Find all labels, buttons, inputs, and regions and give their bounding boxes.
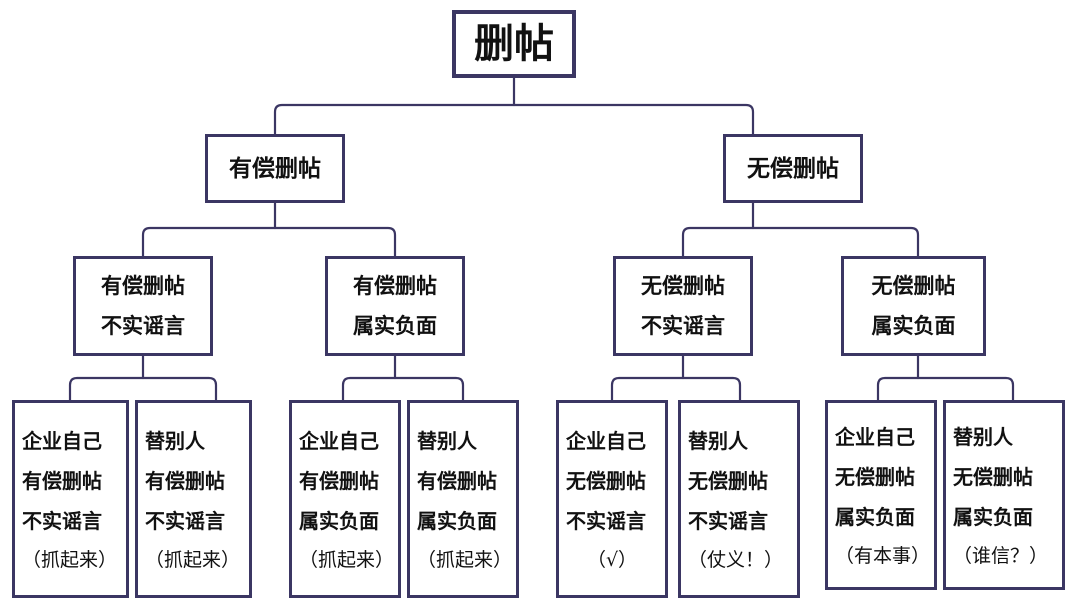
- leaf-line-2: 无偿删帖: [688, 469, 768, 493]
- leaf-line-3: 不实谣言: [145, 509, 225, 533]
- node-paid-false-rumor[interactable]: 有偿删帖 不实谣言: [73, 256, 213, 356]
- wire-l3c-bus: [610, 376, 742, 402]
- wire-l3b-bus: [341, 376, 465, 402]
- node-free-deletion-label: 无偿删帖: [747, 155, 839, 182]
- leaf-line-2: 有偿删帖: [145, 469, 225, 493]
- leaf-line-2: 有偿删帖: [417, 469, 497, 493]
- leaf-line-2: 无偿删帖: [953, 465, 1033, 489]
- wire-l3d-bus: [876, 376, 1015, 402]
- leaf-line-1: 替别人: [688, 429, 748, 453]
- leaf-line-2: 无偿删帖: [566, 469, 646, 493]
- leaf-note: （抓起来）: [145, 549, 241, 571]
- node-line-2: 不实谣言: [101, 314, 185, 338]
- node-free-false-rumor[interactable]: 无偿删帖 不实谣言: [613, 256, 753, 356]
- leaf-note: （谁信？）: [953, 545, 1049, 567]
- leaf-other-free-false-rumor[interactable]: 替别人 无偿删帖 不实谣言 （仗义！）: [678, 400, 800, 598]
- leaf-self-free-true-negative[interactable]: 企业自己 无偿删帖 属实负面 （有本事）: [825, 400, 937, 590]
- node-line-2: 属实负面: [871, 314, 956, 338]
- leaf-line-2: 无偿删帖: [835, 465, 915, 489]
- node-paid-deletion-label: 有偿删帖: [229, 155, 321, 182]
- leaf-line-1: 替别人: [953, 425, 1013, 449]
- node-free-true-negative[interactable]: 无偿删帖 属实负面: [841, 256, 986, 356]
- wire-l3a-bus: [68, 376, 218, 402]
- leaf-line-1: 替别人: [145, 429, 205, 453]
- node-root[interactable]: 删帖: [452, 10, 576, 78]
- node-free-deletion[interactable]: 无偿删帖: [723, 134, 863, 203]
- node-line-1: 无偿删帖: [871, 274, 956, 298]
- leaf-note: （抓起来）: [22, 549, 118, 571]
- node-paid-true-negative[interactable]: 有偿删帖 属实负面: [325, 256, 465, 356]
- node-line-1: 无偿删帖: [641, 274, 725, 298]
- wire-root-bus: [273, 103, 755, 136]
- leaf-line-2: 有偿删帖: [299, 469, 379, 493]
- leaf-line-3: 属实负面: [835, 505, 915, 529]
- leaf-line-1: 替别人: [417, 429, 477, 453]
- leaf-note: （抓起来）: [299, 549, 395, 571]
- node-line-2: 不实谣言: [641, 314, 725, 338]
- leaf-other-free-true-negative[interactable]: 替别人 无偿删帖 属实负面 （谁信？）: [943, 400, 1065, 590]
- leaf-line-3: 属实负面: [299, 509, 379, 533]
- wire-l2b-bus: [681, 226, 920, 258]
- leaf-other-paid-false-rumor[interactable]: 替别人 有偿删帖 不实谣言 （抓起来）: [135, 400, 252, 598]
- node-line-1: 有偿删帖: [353, 274, 437, 298]
- leaf-line-3: 属实负面: [417, 509, 497, 533]
- wire-l2a-bus: [141, 226, 397, 258]
- leaf-self-paid-false-rumor[interactable]: 企业自己 有偿删帖 不实谣言 （抓起来）: [12, 400, 129, 598]
- leaf-line-3: 属实负面: [953, 505, 1033, 529]
- node-root-label: 删帖: [474, 21, 554, 67]
- leaf-note: （√）: [586, 549, 638, 571]
- leaf-self-paid-true-negative[interactable]: 企业自己 有偿删帖 属实负面 （抓起来）: [289, 400, 401, 598]
- node-line-2: 属实负面: [353, 314, 437, 338]
- leaf-note: （有本事）: [835, 545, 931, 567]
- leaf-line-1: 企业自己: [835, 425, 915, 449]
- leaf-line-3: 不实谣言: [22, 509, 102, 533]
- leaf-line-1: 企业自己: [22, 429, 102, 453]
- node-line-1: 有偿删帖: [101, 274, 185, 298]
- node-paid-deletion[interactable]: 有偿删帖: [205, 134, 345, 203]
- leaf-note: （抓起来）: [417, 549, 513, 571]
- leaf-line-3: 不实谣言: [566, 509, 646, 533]
- leaf-note: （仗义！）: [688, 549, 784, 571]
- leaf-line-1: 企业自己: [566, 429, 646, 453]
- leaf-line-3: 不实谣言: [688, 509, 768, 533]
- leaf-line-2: 有偿删帖: [22, 469, 102, 493]
- leaf-other-paid-true-negative[interactable]: 替别人 有偿删帖 属实负面 （抓起来）: [407, 400, 519, 598]
- leaf-self-free-false-rumor[interactable]: 企业自己 无偿删帖 不实谣言 （√）: [556, 400, 668, 598]
- leaf-line-1: 企业自己: [299, 429, 379, 453]
